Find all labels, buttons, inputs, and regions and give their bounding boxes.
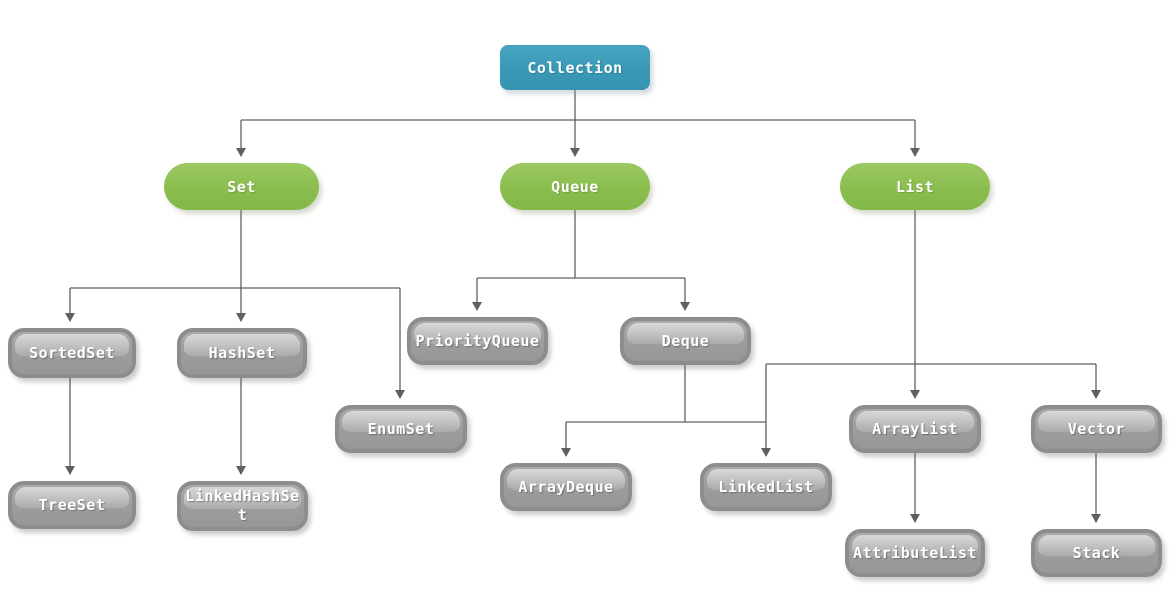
node-treeset[interactable]: TreeSet <box>8 481 136 529</box>
node-collection-label: Collection <box>527 58 623 77</box>
node-deque[interactable]: Deque <box>620 317 751 365</box>
node-priorityqueue[interactable]: PriorityQueue <box>407 317 548 365</box>
node-priorityqueue-label: PriorityQueue <box>415 332 540 350</box>
node-attributelist[interactable]: AttributeList <box>845 529 985 577</box>
node-linkedlist-label: LinkedList <box>718 478 814 496</box>
node-attributelist-label: AttributeList <box>853 544 977 562</box>
node-enumset-label: EnumSet <box>367 420 435 438</box>
node-arraydeque-label: ArrayDeque <box>518 478 614 496</box>
node-arraylist[interactable]: ArrayList <box>849 405 981 453</box>
node-linkedlist[interactable]: LinkedList <box>700 463 832 511</box>
node-linkedhashset-label: LinkedHashSet <box>185 486 300 525</box>
node-collection[interactable]: Collection <box>500 45 650 90</box>
node-sortedset[interactable]: SortedSet <box>8 328 136 378</box>
node-linkedhashset[interactable]: LinkedHashSet <box>177 481 308 531</box>
node-hashset[interactable]: HashSet <box>177 328 307 378</box>
node-stack-label: Stack <box>1072 544 1121 562</box>
node-set-label: Set <box>227 177 256 196</box>
node-queue-label: Queue <box>551 177 599 196</box>
node-deque-label: Deque <box>661 332 710 350</box>
node-vector-label: Vector <box>1067 420 1126 438</box>
node-stack[interactable]: Stack <box>1031 529 1162 577</box>
node-hashset-label: HashSet <box>208 344 276 362</box>
node-treeset-label: TreeSet <box>38 496 106 514</box>
node-vector[interactable]: Vector <box>1031 405 1162 453</box>
node-list[interactable]: List <box>840 163 990 210</box>
node-sortedset-label: SortedSet <box>29 344 115 362</box>
node-list-label: List <box>895 177 935 196</box>
node-enumset[interactable]: EnumSet <box>335 405 467 453</box>
node-arraydeque[interactable]: ArrayDeque <box>500 463 632 511</box>
node-arraylist-label: ArrayList <box>872 420 958 438</box>
node-set[interactable]: Set <box>164 163 319 210</box>
node-queue[interactable]: Queue <box>500 163 650 210</box>
